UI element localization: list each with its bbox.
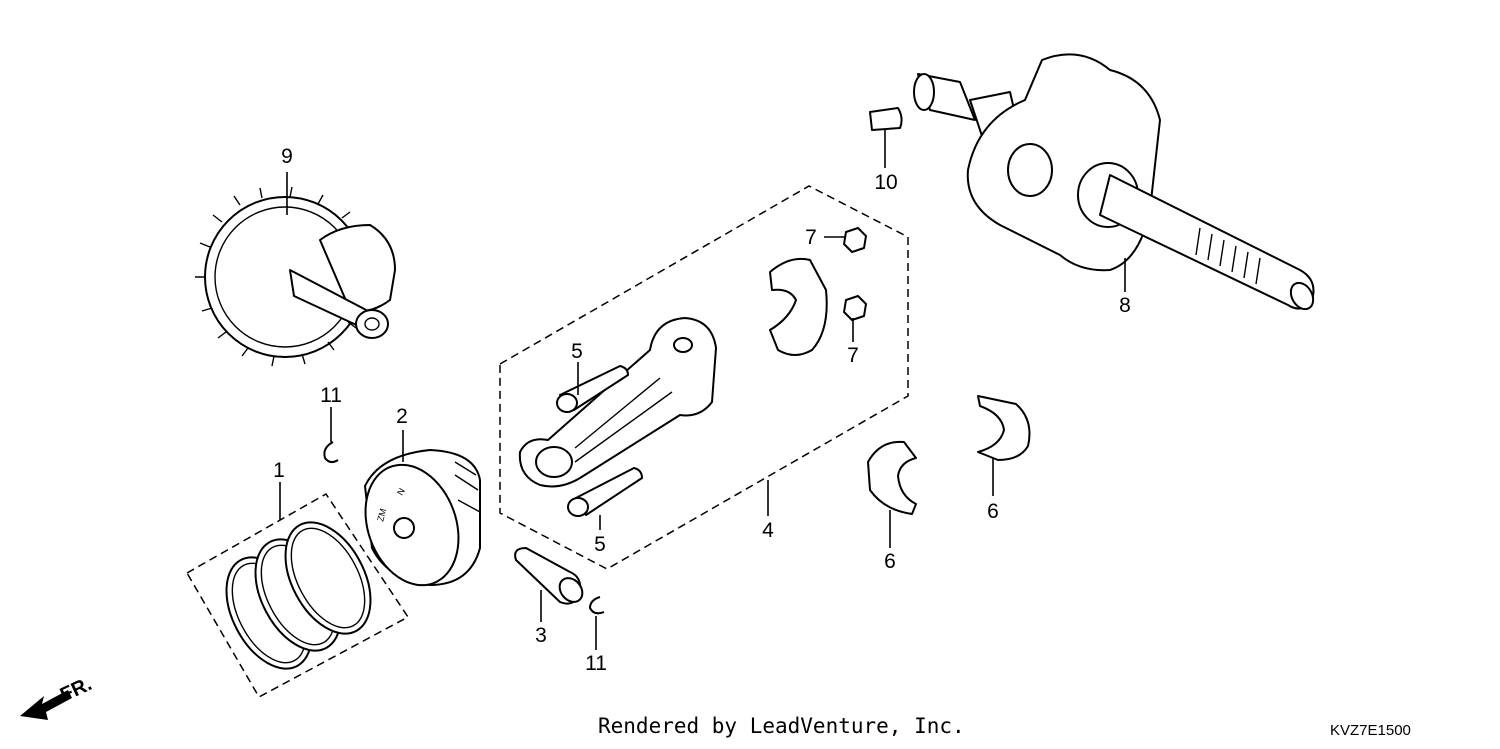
diagram-code: KVZ7E1500 (1330, 722, 1411, 739)
callout-7-lower: 7 (847, 344, 859, 367)
piston-pin (514, 547, 584, 605)
bearing-lower (867, 440, 917, 515)
rod-nut-lower (843, 295, 867, 321)
direction-arrow-icon (20, 690, 72, 720)
callout-1: 1 (273, 459, 285, 482)
callout-6-lower: 6 (884, 550, 896, 573)
camshaft (195, 186, 396, 367)
bearing-upper (977, 395, 1031, 461)
callout-7-upper: 7 (805, 226, 817, 249)
piston-pin-clip-lower (589, 596, 605, 615)
rod-bolt-upper (556, 365, 629, 413)
render-credit: Rendered by LeadVenture, Inc. (598, 714, 965, 738)
piston-pin-clip-upper (323, 441, 339, 464)
piston-ring-group-box (185, 493, 410, 699)
piston-mark-side: ZM (375, 507, 388, 522)
rod-nut-upper (843, 227, 867, 253)
callout-4: 4 (762, 519, 774, 542)
callout-6-upper: 6 (987, 500, 999, 523)
rod-bolt-lower (567, 467, 643, 517)
connecting-rod (518, 317, 717, 488)
woodruff-key (869, 107, 903, 131)
callout-3: 3 (535, 624, 547, 647)
callout-8: 8 (1119, 294, 1131, 317)
piston-rings (225, 521, 372, 670)
crankshaft (913, 53, 1315, 311)
rod-cap (769, 257, 828, 356)
piston-mark-top: N (395, 486, 407, 497)
callout-5-upper: 5 (571, 340, 583, 363)
callout-5-lower: 5 (594, 533, 606, 556)
front-direction-indicator: FR. (20, 673, 95, 720)
callout-11-lower: 11 (585, 652, 607, 675)
piston: N ZM (364, 449, 481, 587)
callout-10: 10 (874, 171, 897, 194)
callout-9: 9 (281, 145, 293, 168)
callout-2: 2 (396, 405, 408, 428)
callout-11-upper: 11 (320, 384, 342, 407)
connecting-rod-group-box (499, 185, 909, 570)
